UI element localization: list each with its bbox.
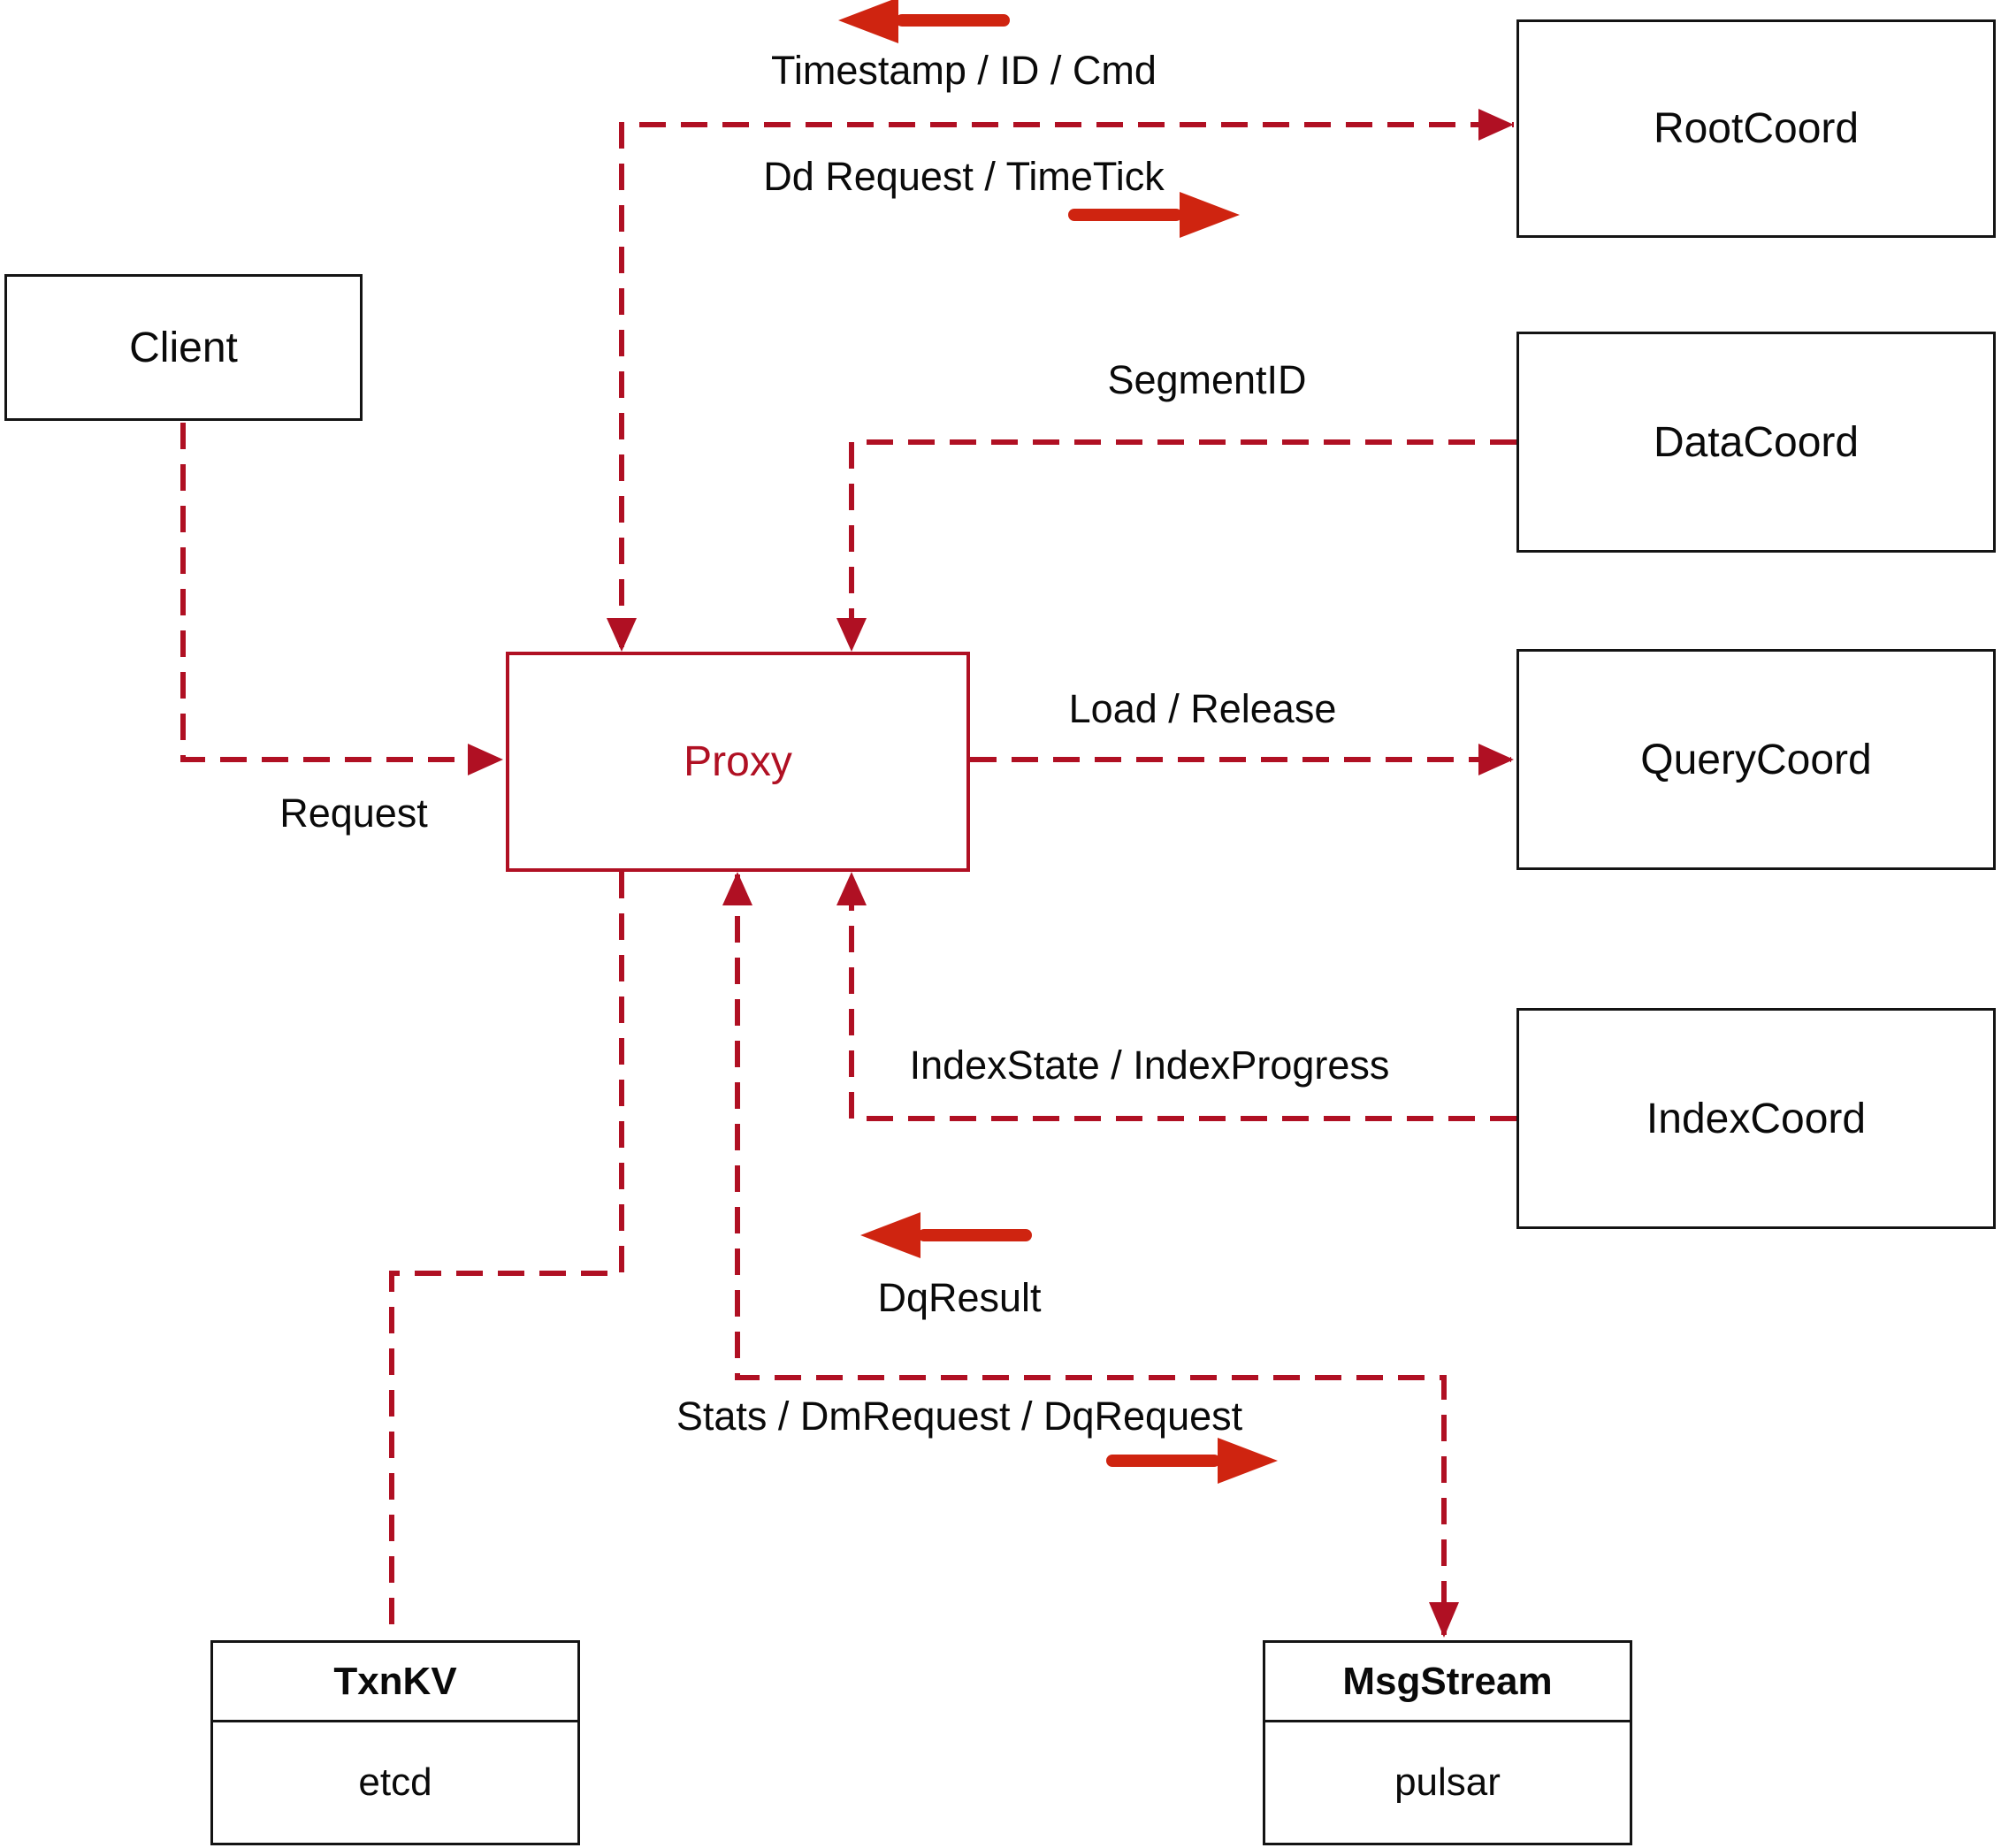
edge-indexcoord-proxy <box>849 874 1516 1121</box>
edge-label-stats-dm-dq: Stats / DmRequest / DqRequest <box>676 1394 1243 1439</box>
node-datacoord-label: DataCoord <box>1653 418 1860 466</box>
edge-label-dq-result: DqResult <box>877 1275 1042 1320</box>
node-indexcoord[interactable]: IndexCoord <box>1516 1008 1996 1229</box>
node-querycoord[interactable]: QueryCoord <box>1516 649 1996 870</box>
arrowhead-into-proxy-from-msgstream <box>722 872 752 905</box>
edge-proxy-rootcoord <box>619 122 1514 647</box>
arrowhead-into-proxy-from-datacoord <box>836 618 867 652</box>
node-txnkv-subtitle: etcd <box>358 1760 432 1804</box>
edge-label-load-release: Load / Release <box>1068 686 1337 731</box>
node-querycoord-label: QueryCoord <box>1640 736 1872 783</box>
node-txnkv-title: TxnKV <box>213 1643 577 1722</box>
arrowhead-into-proxy-from-indexcoord <box>836 872 867 905</box>
flow-left-arrow-bottom-icon <box>860 1212 1032 1258</box>
edge-proxy-txnkv <box>389 872 624 1638</box>
edge-label-index-state-progress: IndexState / IndexProgress <box>909 1042 1390 1088</box>
edge-label-dd-request-timetick: Dd Request / TimeTick <box>763 154 1165 199</box>
node-proxy[interactable]: Proxy <box>506 652 970 872</box>
edge-datacoord-proxy <box>849 439 1516 647</box>
node-client-label: Client <box>129 324 238 371</box>
flow-left-arrow-top-icon <box>838 0 1010 43</box>
edge-proxy-msgstream <box>735 874 1447 1635</box>
node-indexcoord-label: IndexCoord <box>1646 1095 1867 1142</box>
arrowhead-into-proxy-from-client <box>468 744 503 775</box>
node-txnkv[interactable]: TxnKV etcd <box>210 1640 580 1845</box>
arrowhead-into-msgstream <box>1429 1602 1459 1638</box>
flow-right-arrow-top-icon <box>1068 192 1240 238</box>
node-datacoord[interactable]: DataCoord <box>1516 332 1996 553</box>
node-msgstream-subtitle: pulsar <box>1394 1760 1501 1804</box>
node-rootcoord[interactable]: RootCoord <box>1516 19 1996 238</box>
edge-label-request: Request <box>279 790 428 836</box>
node-msgstream[interactable]: MsgStream pulsar <box>1263 1640 1632 1845</box>
edge-label-timestamp-id-cmd: Timestamp / ID / Cmd <box>771 48 1157 93</box>
arrowhead-into-proxy-from-rootcoord <box>607 618 637 652</box>
flow-right-arrow-bottom-icon <box>1106 1438 1278 1484</box>
node-msgstream-title: MsgStream <box>1265 1643 1630 1722</box>
node-rootcoord-label: RootCoord <box>1653 105 1860 152</box>
node-proxy-label: Proxy <box>684 738 792 785</box>
edge-label-segment-id: SegmentID <box>1107 357 1307 402</box>
edge-client-proxy <box>180 423 500 762</box>
node-client[interactable]: Client <box>4 274 363 421</box>
arrowhead-into-rootcoord <box>1478 109 1514 141</box>
arrowhead-into-querycoord <box>1478 744 1514 775</box>
